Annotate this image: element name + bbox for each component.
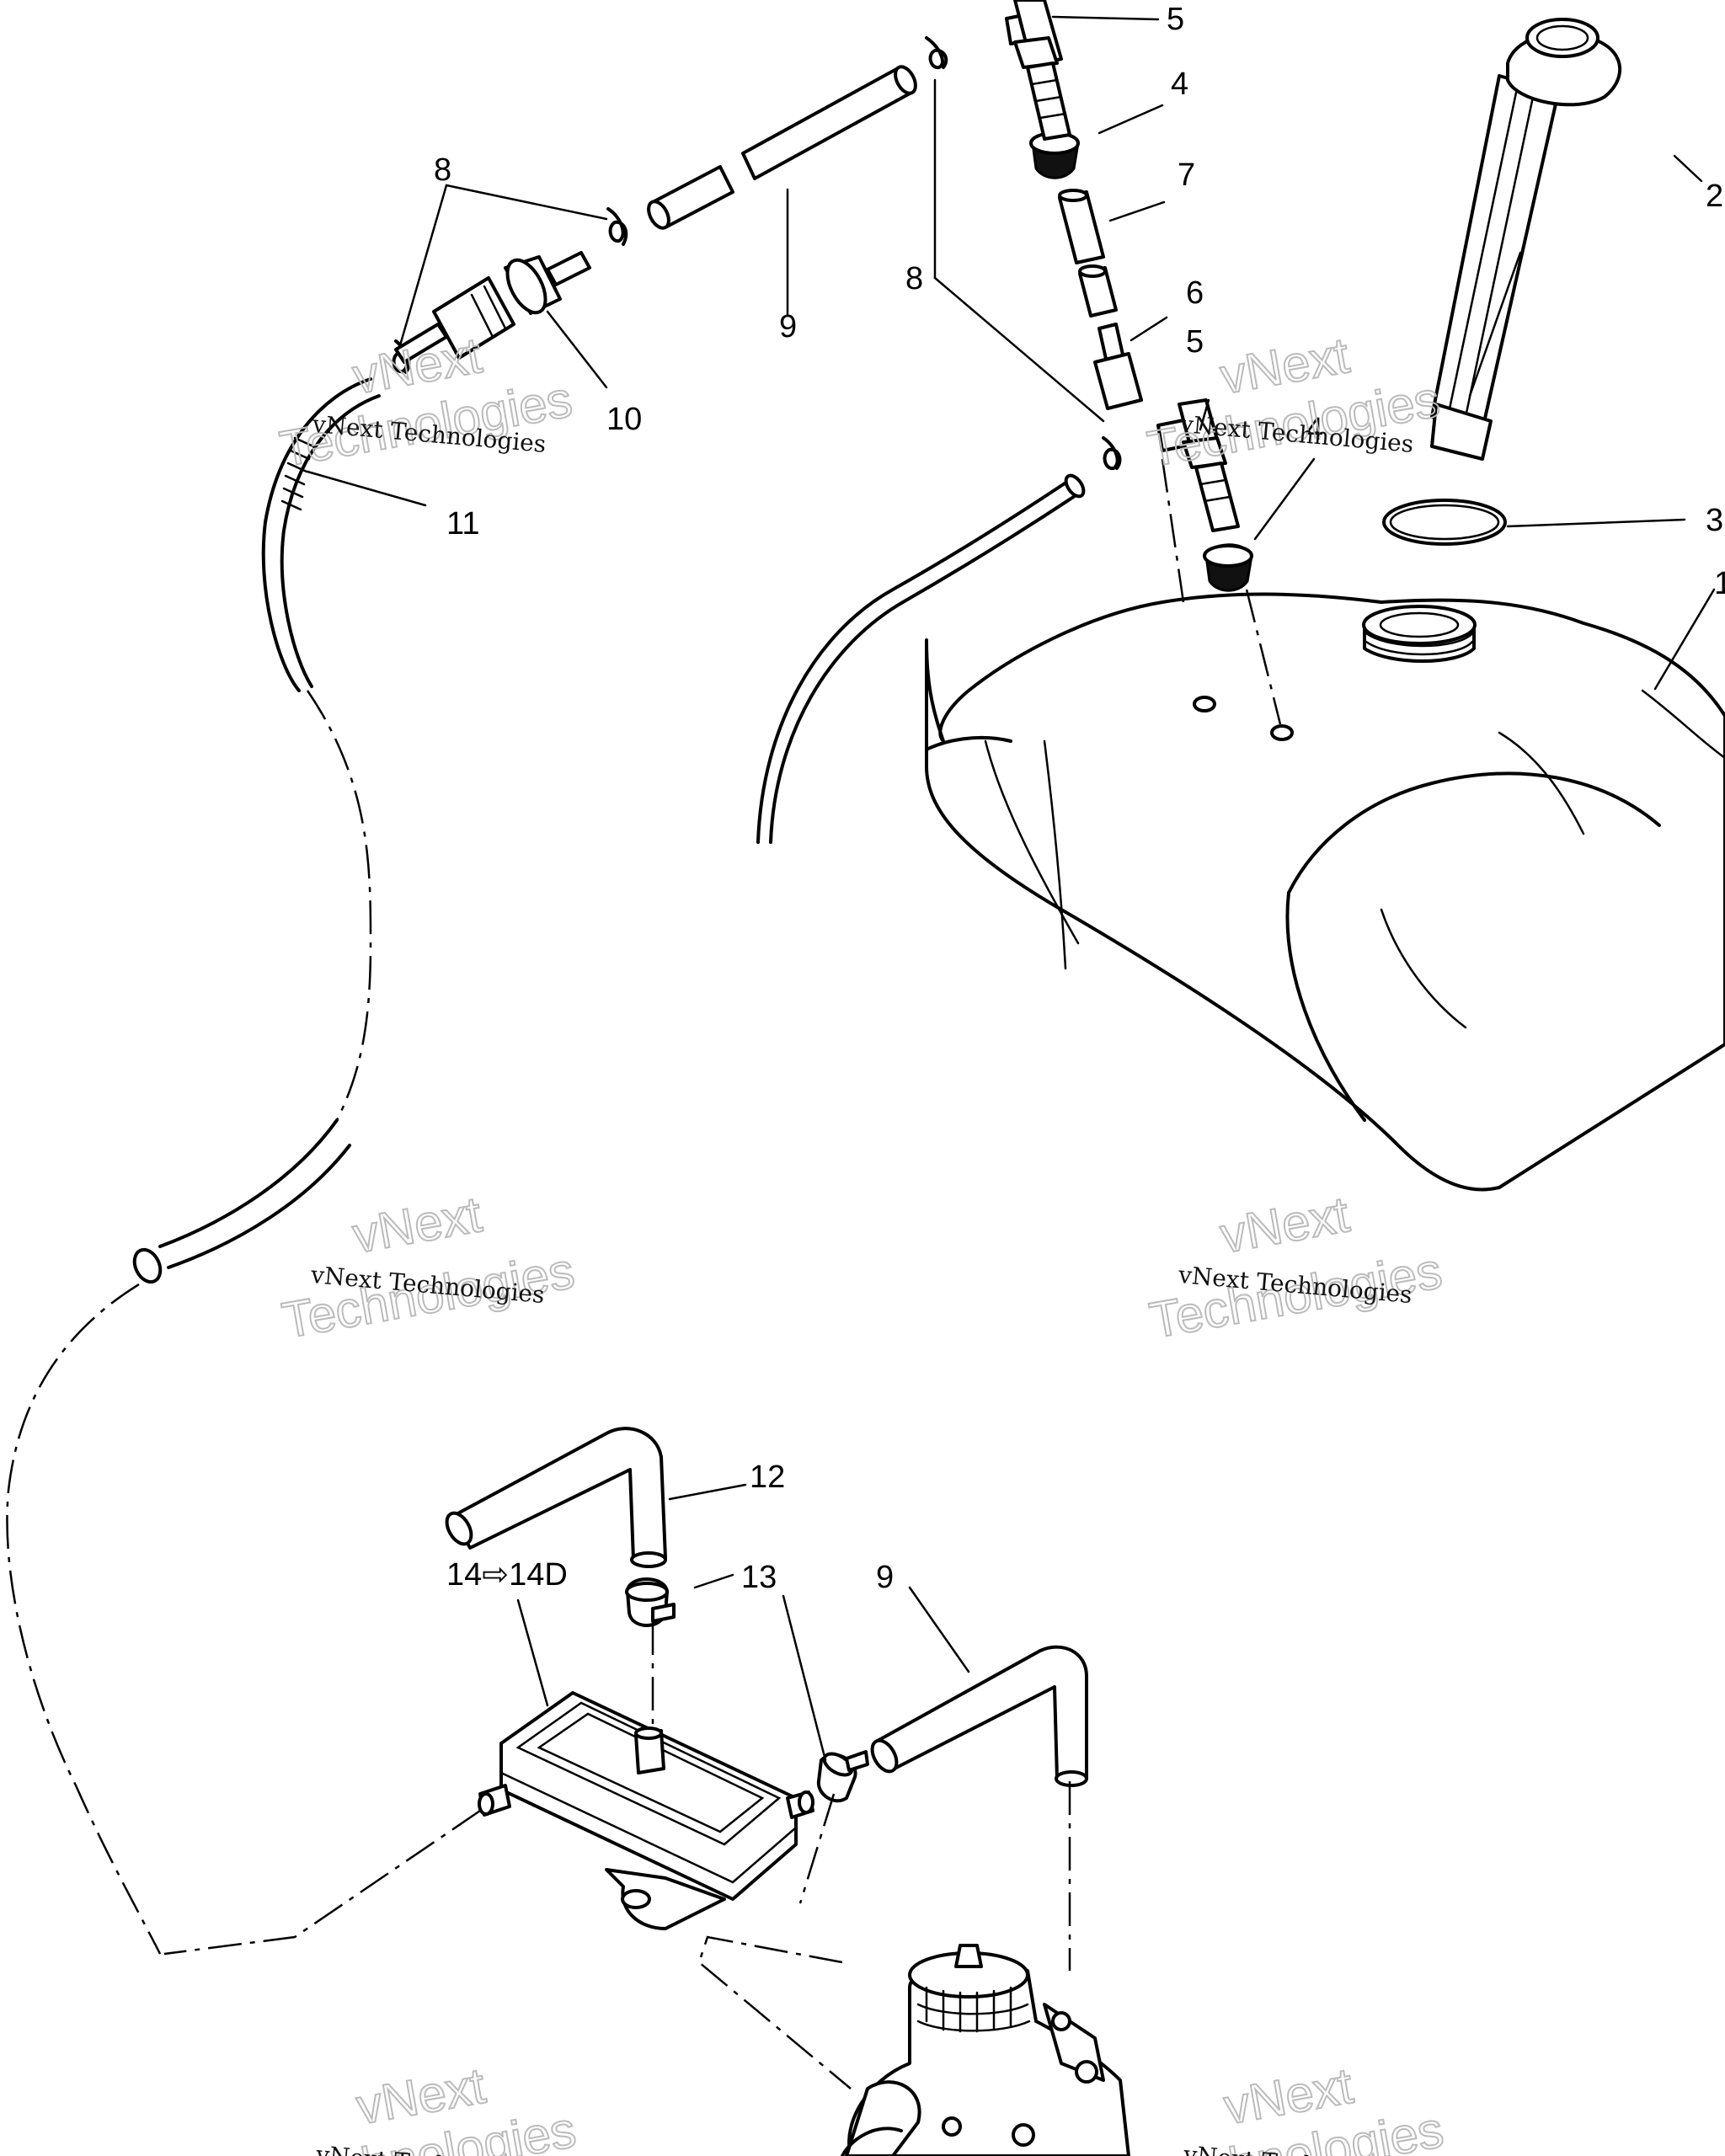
callout-8-left: 8 — [434, 152, 451, 188]
watermark-mid-right: vNext Technologies vNext Technologies — [1145, 1185, 1447, 1350]
fuel-gauge-sender — [1430, 18, 1622, 461]
callout-4-lower: 4 — [1306, 412, 1323, 447]
grommet-lower — [1203, 543, 1253, 592]
clamp-top — [925, 36, 948, 70]
clamp-13-left — [625, 1577, 676, 1627]
callout-12: 12 — [750, 1460, 785, 1495]
callouts: 5 4 7 6 5 4 2 3 1 8 8 9 10 11 12 14⇨14D … — [434, 2, 1725, 1595]
callout-13: 13 — [741, 1560, 777, 1595]
callout-10: 10 — [606, 402, 642, 437]
callout-2: 2 — [1706, 179, 1723, 214]
callout-8-right: 8 — [905, 261, 923, 296]
carburetor — [841, 1944, 1130, 2156]
elbow-fitting-lower — [1156, 398, 1240, 532]
callout-5-lower: 5 — [1186, 324, 1204, 360]
vent-hose — [756, 473, 1086, 844]
callout-5-top: 5 — [1167, 2, 1184, 37]
fuel-pump — [478, 1691, 814, 1930]
watermark-bottom-left: vNext Technologies vNext Technologies — [279, 2057, 581, 2156]
hose-section-7 — [1058, 189, 1118, 318]
callout-9-bottom: 9 — [876, 1560, 894, 1595]
inline-fuel-filter — [394, 251, 591, 364]
callout-11: 11 — [446, 506, 479, 542]
fuel-hose-upper — [647, 65, 917, 230]
callout-1: 1 — [1714, 566, 1725, 601]
clamp-mid — [606, 207, 628, 246]
o-ring — [1382, 499, 1507, 546]
svg-text:vNext: vNext — [349, 1186, 486, 1264]
callout-9-top: 9 — [779, 309, 797, 344]
clamp-13-right — [816, 1750, 869, 1803]
callout-3: 3 — [1706, 503, 1723, 538]
callout-14: 14⇨14D — [446, 1557, 568, 1593]
hose-12 — [445, 1427, 667, 1568]
connection-lines — [163, 458, 1282, 2089]
watermark-top-left: vNext Technologies vNext Technologies — [275, 326, 578, 478]
elbow-fitting-upper — [1005, 0, 1071, 141]
callout-4-top: 4 — [1171, 67, 1188, 102]
fuel-line-11 — [6, 377, 381, 1955]
fuel-tank — [925, 592, 1725, 1192]
svg-text:vNext: vNext — [1216, 1186, 1354, 1264]
watermark-bottom-right: vNext Technologies vNext Technologies — [1146, 2057, 1449, 2156]
leader-lines — [306, 15, 1716, 1762]
connector — [1093, 323, 1143, 410]
callout-7: 7 — [1178, 157, 1195, 193]
watermark-mid-left: vNext Technologies vNext Technologies — [277, 1185, 579, 1350]
fuel-hose-lower — [870, 1645, 1088, 1787]
callout-6: 6 — [1186, 275, 1204, 311]
clamp-right — [1102, 436, 1122, 471]
